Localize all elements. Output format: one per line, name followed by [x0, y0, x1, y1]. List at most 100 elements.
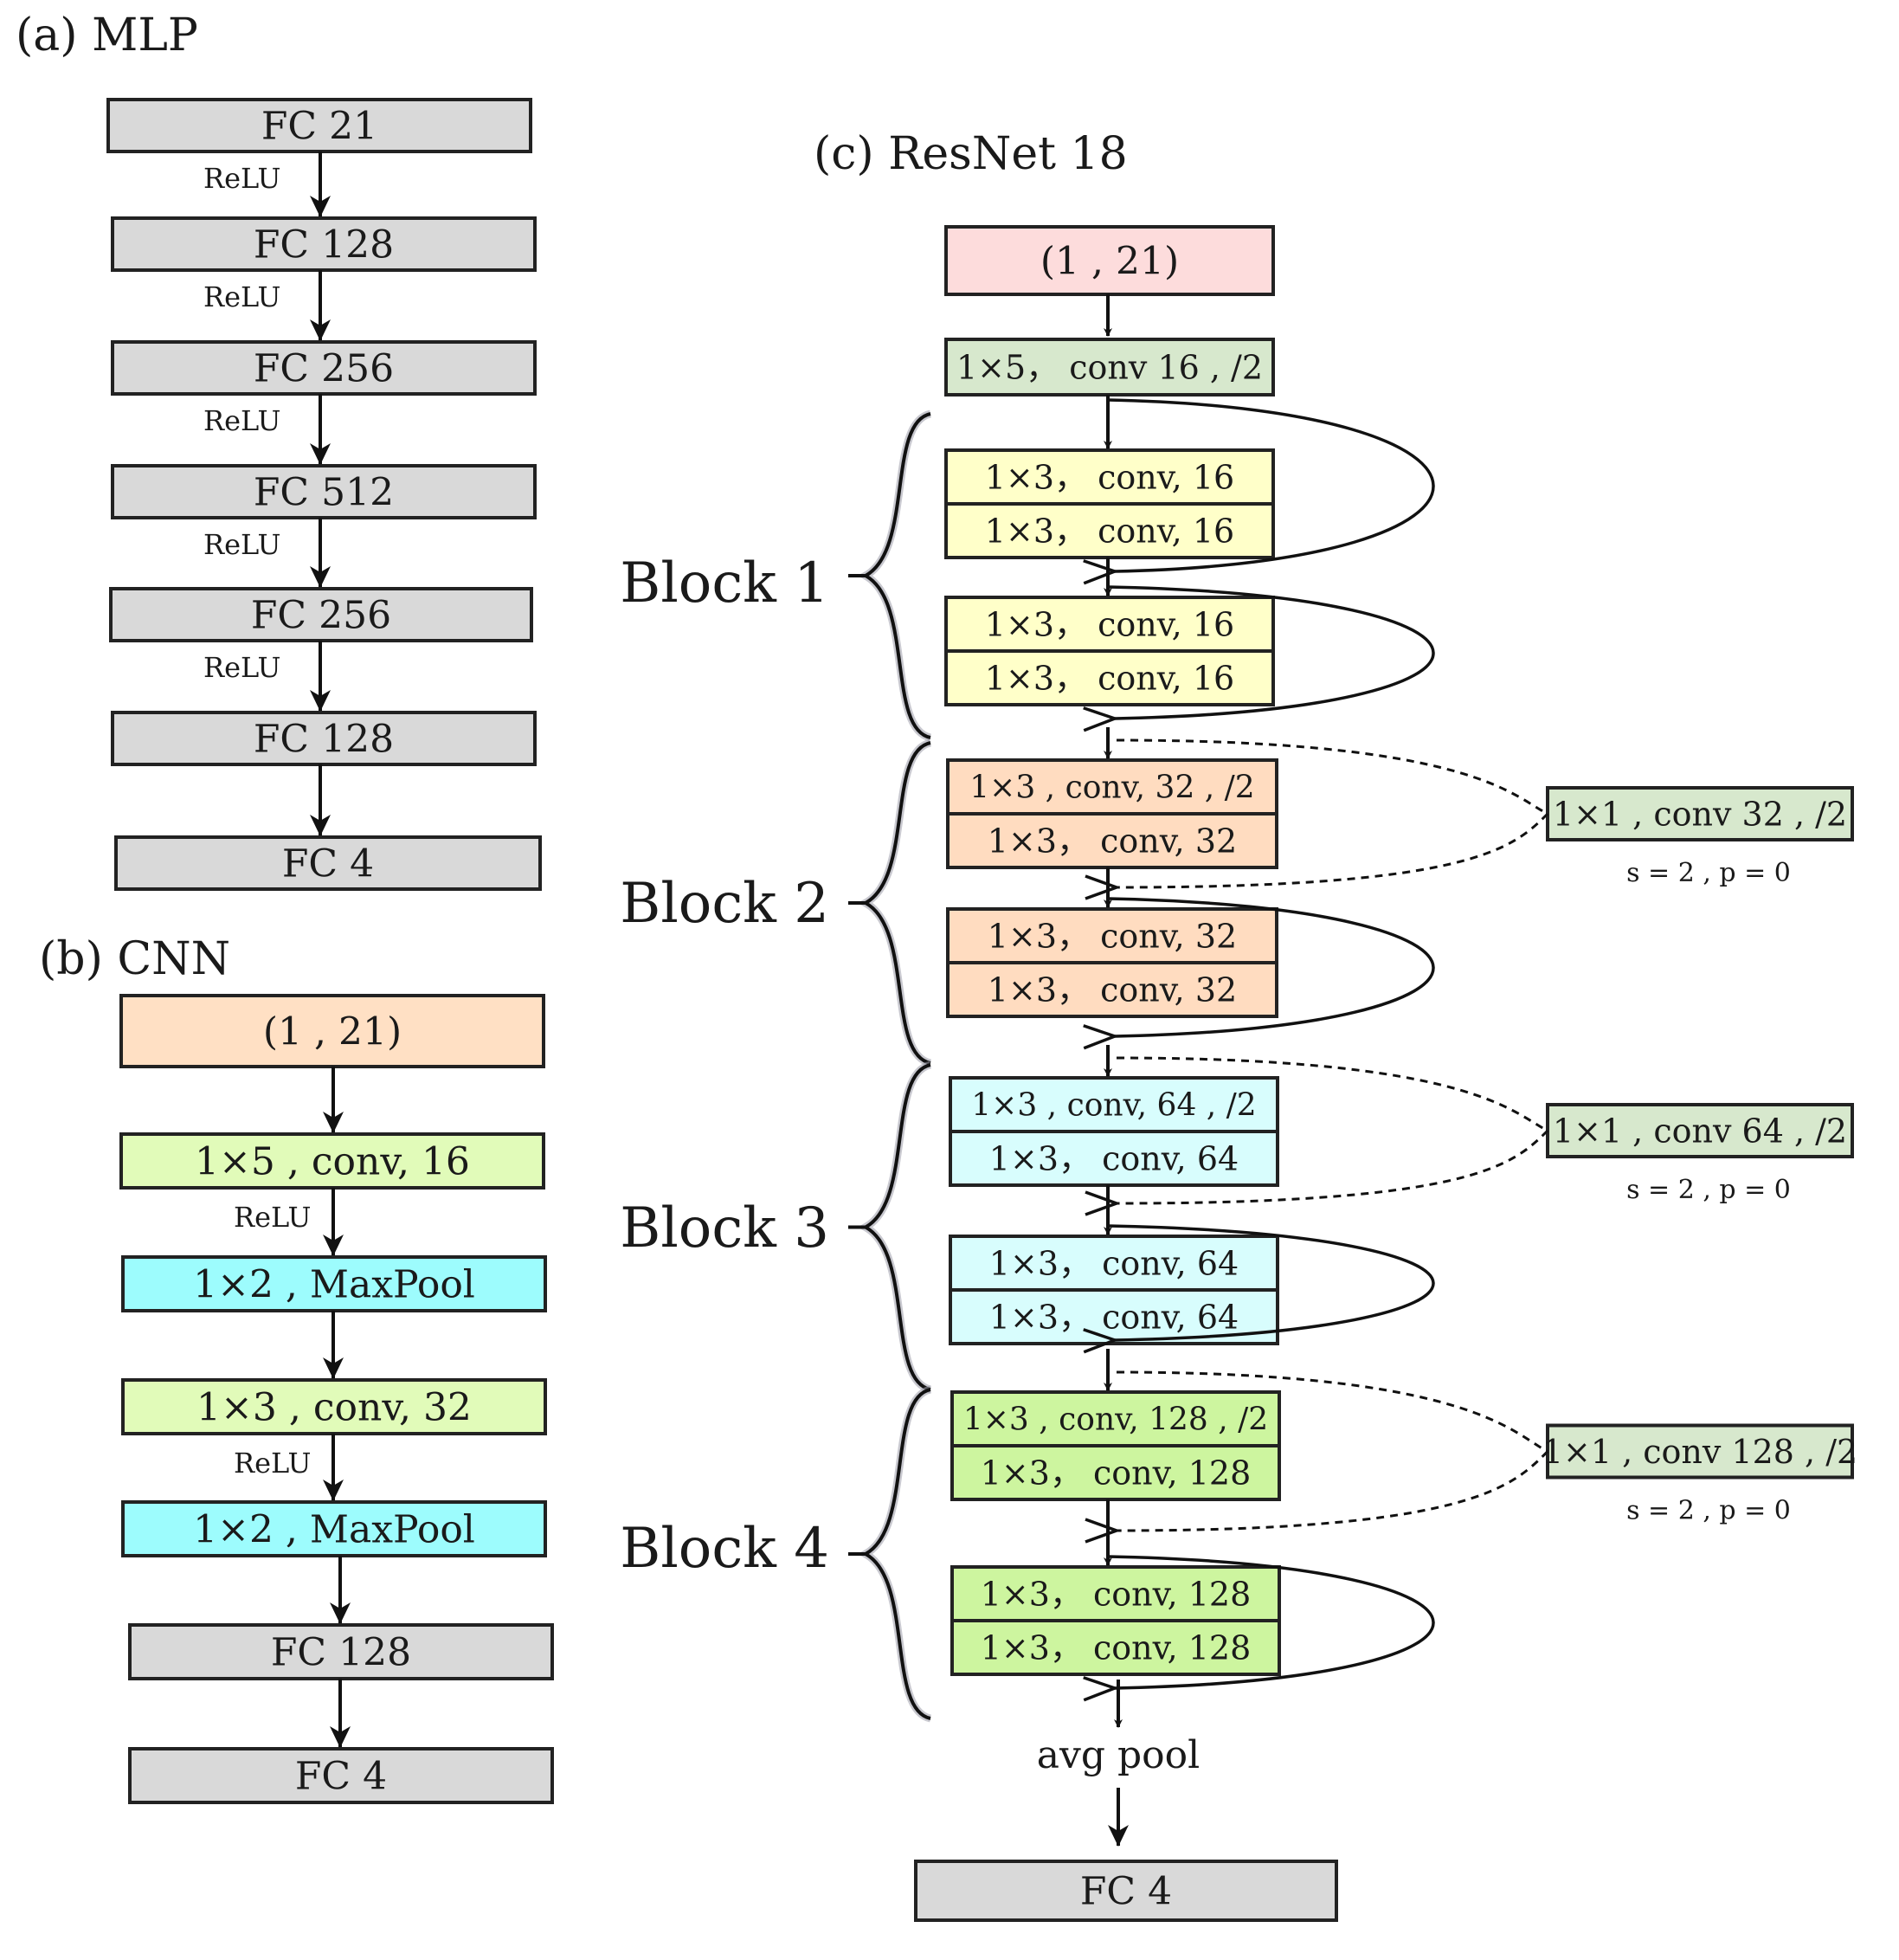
cnn-layer-5: 1×2 , MaxPool — [121, 1500, 547, 1557]
cnn-layer-5-label: 1×2 , MaxPool — [193, 1507, 475, 1551]
mlp-layer-5-label: FC 256 — [251, 593, 391, 637]
resnet-block1-layer-3-rect — [944, 596, 1275, 653]
resnet-block1-layer-1: 1×3， conv, 16 — [944, 448, 1275, 506]
cnn-layer-2-label: 1×5 , conv, 16 — [195, 1139, 470, 1183]
cnn-layer-7-rect — [128, 1747, 554, 1804]
resnet-block3-layer-3: 1×3， conv, 64 — [949, 1235, 1279, 1292]
resnet-block2-layer-3-label: 1×3， conv, 32 — [988, 917, 1237, 955]
resnet-block1-layer-4-rect — [944, 649, 1275, 706]
resnet-block1-brace-shade — [857, 409, 932, 742]
cnn-layer-4: 1×3 , conv, 32 — [121, 1378, 547, 1435]
mlp-layer-2-label: FC 128 — [254, 222, 394, 267]
resnet-block2-label: Block 2 — [620, 872, 829, 936]
cnn-layer-7: FC 4 — [128, 1747, 554, 1804]
resnet-block1-layer-1-rect — [944, 448, 1275, 506]
resnet-block1-layer-4-label: 1×3， conv, 16 — [985, 659, 1234, 697]
resnet-block-4: 1×3 , conv, 128 , /2 1×3， conv, 128 1×3， c… — [620, 1349, 1857, 1723]
cnn-layer-4-label: 1×3 , conv, 32 — [196, 1385, 472, 1429]
resnet-input: (1 , 21) — [944, 225, 1275, 296]
resnet-output: FC 4 — [914, 1860, 1338, 1922]
cnn-relu-label-2: ReLU — [234, 1201, 312, 1234]
resnet-block3-shortcut: 1×1 , conv 64 , /2 — [1546, 1103, 1854, 1158]
mlp-layer-3-label: FC 256 — [254, 346, 394, 390]
cnn-layer-1-rect — [119, 994, 545, 1068]
resnet-block2-layer-4-label: 1×3， conv, 32 — [988, 970, 1237, 1009]
resnet-block4-skip-2 — [1108, 1555, 1435, 1688]
mlp-relu-label-2: ReLU — [203, 280, 281, 313]
resnet-block4-layer-1: 1×3 , conv, 128 , /2 — [950, 1390, 1281, 1447]
mlp-layer-1-label: FC 21 — [261, 104, 377, 148]
resnet-panel: (c) ResNet 18 (1 , 21) 1×5， conv 16 , /2 1… — [620, 128, 1857, 1922]
resnet-block3-layer-1: 1×3 , conv, 64 , /2 — [949, 1076, 1279, 1133]
resnet-block4-brace-shade — [857, 1385, 932, 1723]
cnn-layer-4-rect — [121, 1378, 547, 1435]
resnet-block2-brace-shade — [857, 738, 932, 1067]
mlp-layer-3-rect — [111, 340, 537, 396]
resnet-block4-label: Block 4 — [620, 1517, 829, 1581]
mlp-layer-7: FC 4 — [114, 835, 542, 891]
resnet-block4-shortcut: 1×1 , conv 128 , /2 — [1542, 1423, 1857, 1480]
resnet-block2-shortcut-rect — [1546, 786, 1854, 841]
resnet-block2-brace — [861, 741, 931, 1065]
resnet-avgpool-label: avg pool — [1037, 1733, 1200, 1777]
resnet-block4-layer-2-rect — [950, 1444, 1281, 1501]
resnet-block2-layer-2-rect — [946, 812, 1278, 869]
mlp-relu-label-1: ReLU — [203, 162, 281, 195]
resnet-block4-layer-4-label: 1×3， conv, 128 — [981, 1628, 1252, 1667]
resnet-output-rect — [914, 1860, 1338, 1922]
resnet-stem: 1×5， conv 16 , /2 — [944, 338, 1275, 397]
mlp-layer-6: FC 128 — [111, 711, 537, 766]
resnet-block4-layer-4-rect — [950, 1619, 1281, 1676]
resnet-block2-layer-4: 1×3， conv, 32 — [946, 961, 1278, 1018]
mlp-layer-5-rect — [109, 587, 533, 642]
resnet-block1-layer-3: 1×3， conv, 16 — [944, 596, 1275, 653]
mlp-layer-5: FC 256 — [109, 587, 533, 642]
resnet-stem-rect — [944, 338, 1275, 397]
mlp-layer-6-label: FC 128 — [254, 717, 394, 761]
mlp-layer-7-label: FC 4 — [282, 841, 374, 886]
resnet-block2-layer-4-rect — [946, 961, 1278, 1018]
resnet-block3-layer-1-label: 1×3 , conv, 64 , /2 — [971, 1088, 1256, 1124]
resnet-block1-layer-2: 1×3， conv, 16 — [944, 502, 1275, 559]
resnet-block1-layer-1-label: 1×3， conv, 16 — [985, 458, 1234, 496]
resnet-block1-label: Block 1 — [620, 551, 829, 616]
resnet-block1-layer-2-label: 1×3， conv, 16 — [985, 512, 1234, 550]
cnn-layer-2: 1×5 , conv, 16 — [119, 1132, 545, 1190]
resnet-block3-label: Block 3 — [620, 1196, 829, 1260]
mlp-layer-2: FC 128 — [111, 216, 537, 272]
mlp-relu-label-5: ReLU — [203, 651, 281, 684]
cnn-layer-1-label: (1 , 21) — [263, 1009, 402, 1054]
cnn-layer-5-rect — [121, 1500, 547, 1557]
resnet-block1-layer-3-label: 1×3， conv, 16 — [985, 605, 1234, 643]
resnet-block4-layer-3: 1×3， conv, 128 — [950, 1565, 1281, 1622]
cnn-title: (b) CNN — [39, 933, 230, 985]
resnet-title: (c) ResNet 18 — [814, 128, 1128, 180]
mlp-layer-7-rect — [114, 835, 542, 891]
mlp-layer-6-rect — [111, 711, 537, 766]
mlp-title: (a) MLP — [16, 10, 198, 61]
mlp-layer-1-rect — [106, 98, 532, 153]
resnet-block3-shortcut-out — [1117, 1129, 1549, 1203]
mlp-layer-4-label: FC 512 — [254, 470, 394, 514]
resnet-block3-skip-2 — [1108, 1224, 1435, 1340]
resnet-block3-shortcut-params: s = 2 , p = 0 — [1626, 1175, 1791, 1205]
resnet-input-label: (1 , 21) — [1040, 239, 1179, 283]
resnet-block3-layer-2: 1×3， conv, 64 — [949, 1130, 1279, 1187]
resnet-block2-shortcut: 1×1 , conv 32 , /2 — [1546, 786, 1854, 841]
resnet-block4-shortcut-params: s = 2 , p = 0 — [1626, 1496, 1791, 1526]
resnet-block4-layer-1-label: 1×3 , conv, 128 , /2 — [963, 1402, 1268, 1438]
resnet-block-2: 1×3 , conv, 32 , /21×3， conv, 321×3， con… — [620, 727, 1854, 1067]
mlp-layer-2-rect — [111, 216, 537, 272]
cnn-panel: (b) CNN (1 , 21) 1×5 , conv, 16 ReLU 1×2 , … — [39, 933, 554, 1804]
cnn-layer-3-rect — [121, 1255, 547, 1312]
cnn-layer-1: (1 , 21) — [119, 994, 545, 1068]
resnet-block4-layer-4: 1×3， conv, 128 — [950, 1619, 1281, 1676]
cnn-relu-label-4: ReLU — [234, 1447, 312, 1480]
resnet-block3-brace-shade — [857, 1061, 932, 1394]
resnet-block3-layer-4-label: 1×3， conv, 64 — [989, 1298, 1239, 1336]
resnet-block3-layer-2-rect — [949, 1130, 1279, 1187]
resnet-block3-layer-3-label: 1×3， conv, 64 — [989, 1244, 1239, 1282]
mlp-relu-label-3: ReLU — [203, 404, 281, 437]
